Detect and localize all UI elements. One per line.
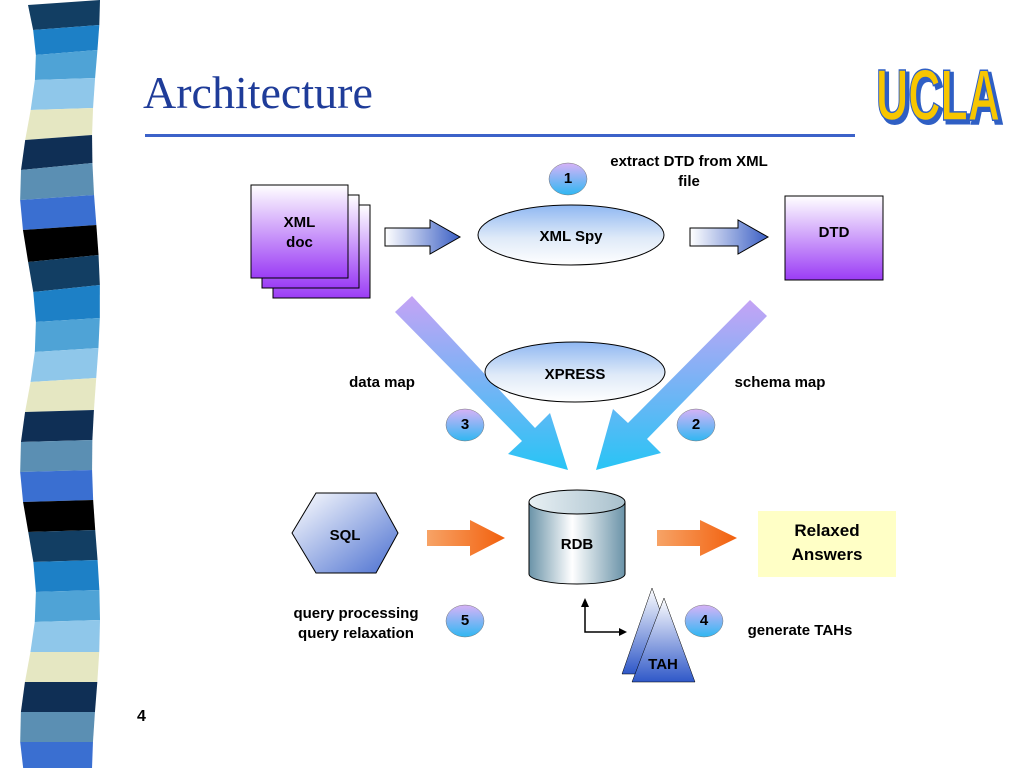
sql-label: SQL — [329, 527, 361, 544]
xml-doc-stack — [250, 184, 371, 299]
step-number-4: 4 — [699, 612, 709, 629]
stripe-segment — [20, 742, 93, 768]
slide-number: 4 — [137, 708, 146, 725]
step-number-5: 5 — [460, 612, 470, 629]
stripe-segment — [20, 195, 97, 230]
stripe-segment — [20, 712, 95, 742]
tah-label: TAH — [648, 656, 678, 673]
xml-spy-label: XML Spy — [539, 228, 603, 245]
step-number-3: 3 — [460, 416, 470, 433]
stripe-segment — [33, 560, 100, 592]
xpress-node — [484, 341, 666, 403]
stripe-segment — [21, 135, 93, 170]
sql-node — [291, 492, 399, 574]
stripe-segment — [30, 348, 99, 382]
svg-text:UCLA: UCLA — [879, 59, 1003, 139]
rdb-label: RDB — [560, 536, 594, 553]
stripe-segment — [24, 652, 100, 682]
arrow-schema-map — [596, 300, 767, 470]
arrow-rdb-to-answers — [657, 520, 737, 556]
svg-text:UCLA: UCLA — [876, 56, 1000, 136]
stripe-segment — [25, 108, 94, 140]
decorative-stripes — [20, 0, 100, 768]
step-badge-2 — [676, 408, 716, 442]
stripe-segment — [28, 255, 100, 292]
stripe-segment — [30, 78, 96, 110]
step-badge-4 — [684, 604, 724, 638]
rdb-tah-connector — [584, 606, 622, 633]
rdb-node — [528, 489, 626, 585]
arrow-data-map — [395, 296, 568, 470]
step-number-1: 1 — [563, 170, 573, 187]
ucla-logo: UCLA UCLA — [875, 55, 1004, 140]
xml-spy-node — [477, 204, 665, 266]
relaxed-answers-node — [758, 511, 896, 577]
stripe-segment — [20, 682, 98, 712]
stripe-segment — [28, 0, 100, 30]
arrow-spy-to-dtd — [689, 219, 770, 255]
stripe-segment — [20, 440, 93, 472]
step-badge-1 — [548, 162, 588, 196]
dtd-label: DTD — [818, 224, 850, 241]
stripe-segment — [34, 590, 100, 622]
schema-map-label: schema map — [734, 374, 826, 391]
stripe-segment — [33, 25, 100, 55]
stripe-segment — [20, 470, 94, 502]
step-badge-3 — [445, 408, 485, 442]
step-number-2: 2 — [691, 416, 701, 433]
xpress-label: XPRESS — [544, 366, 606, 383]
arrow-doc-to-spy — [384, 219, 462, 255]
stripe-segment — [20, 410, 94, 442]
stripe-segment — [34, 318, 100, 352]
stripe-segment — [22, 225, 99, 262]
stripe-segment — [30, 620, 100, 652]
title-underline — [145, 134, 855, 137]
stripe-segment — [25, 378, 97, 412]
stripe-segment — [23, 500, 96, 532]
step-badge-5 — [445, 604, 485, 638]
stripe-segment — [34, 50, 98, 80]
tah-node — [621, 587, 696, 683]
arrow-sql-to-rdb — [427, 520, 505, 556]
data-map-label: data map — [349, 374, 415, 391]
generate-tahs-label: generate TAHs — [747, 622, 853, 639]
stripe-segment — [28, 530, 98, 562]
stripe-segment — [20, 163, 95, 200]
dtd-node — [784, 195, 884, 281]
stripe-segment — [33, 285, 100, 322]
page-title: Architecture — [143, 67, 373, 118]
